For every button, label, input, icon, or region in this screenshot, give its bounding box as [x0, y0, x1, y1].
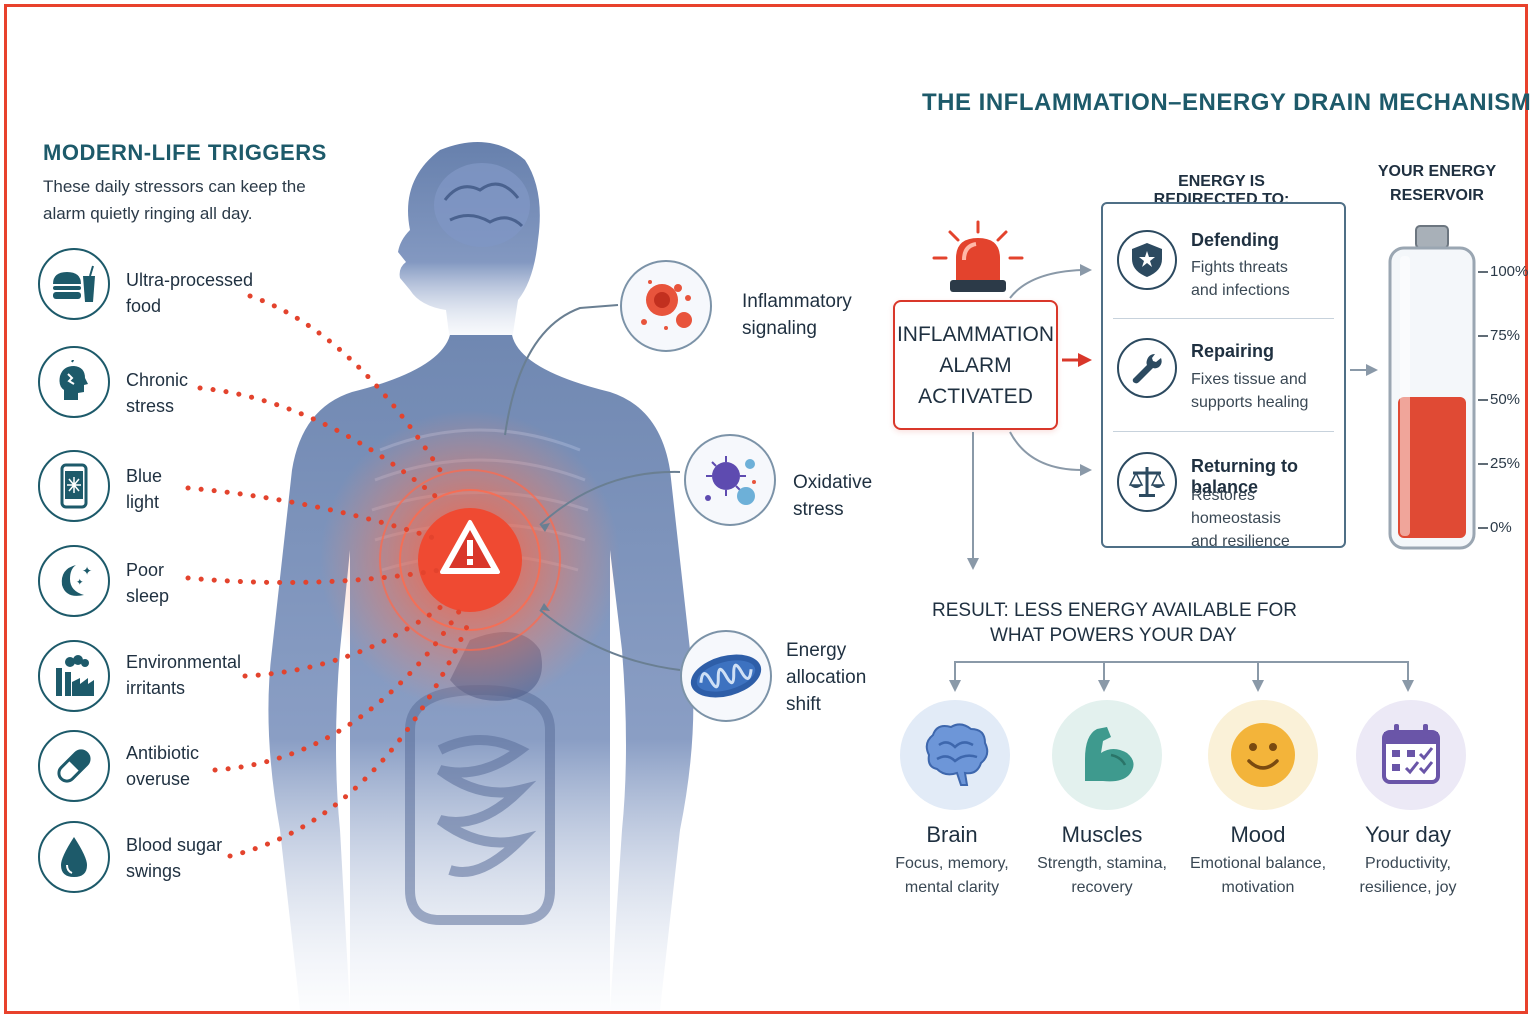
svg-text:✦: ✦	[76, 578, 84, 588]
power-muscles-title: Muscles	[1061, 822, 1143, 847]
pill-icon	[38, 730, 110, 802]
power-day-desc: Productivity,resilience, joy	[1359, 855, 1457, 896]
tick-75: 75%	[1490, 327, 1521, 344]
flexed-arm-icon	[1052, 700, 1162, 810]
power-day-title: Your day	[1364, 822, 1452, 847]
tick-0: 0%	[1490, 519, 1512, 536]
mechanism-title: THE INFLAMMATION–ENERGY DRAIN MECHANISM	[922, 89, 1532, 116]
siren-icon	[928, 218, 1028, 304]
immune-cells-icon	[620, 260, 712, 352]
wrench-icon	[1117, 338, 1177, 398]
power-brain-title: Brain	[926, 822, 978, 847]
calendar-icon	[1356, 700, 1466, 810]
moon-icon: ✦ ✦	[38, 545, 110, 617]
phone-icon	[38, 450, 110, 522]
inflammation-alarm-box: INFLAMMATION ALARM ACTIVATED	[893, 300, 1058, 430]
blood-drop-icon	[38, 821, 110, 893]
factory-icon	[38, 640, 110, 712]
energy-battery	[1388, 225, 1476, 550]
balance-title: Returning to balance	[1191, 456, 1298, 497]
svg-text:✦: ✦	[82, 564, 92, 578]
triggers-intro: These daily stressors can keep the alarm…	[43, 177, 306, 223]
power-muscles-desc: Strength, stamina,recovery	[1037, 855, 1167, 896]
shield-icon	[1117, 230, 1177, 290]
tick-25: 25%	[1490, 455, 1521, 472]
virus-particles-icon	[684, 434, 776, 526]
triggers-title: MODERN-LIFE TRIGGERS	[43, 140, 327, 165]
tick-50: 50%	[1490, 391, 1521, 408]
page-border	[4, 4, 1528, 1014]
smiley-icon	[1208, 700, 1318, 810]
mitochondria-icon	[680, 630, 772, 722]
battery-ticks	[1478, 271, 1488, 529]
tick-100: 100%	[1490, 263, 1529, 280]
repairing-title: Repairing	[1191, 341, 1275, 361]
divider	[1113, 318, 1334, 319]
fast-food-icon	[38, 248, 110, 320]
power-mood-desc: Emotional balance,motivation	[1189, 855, 1327, 896]
divider	[1113, 431, 1334, 432]
result-title: RESULT: LESS ENERGY AVAILABLE FOR WHAT P…	[932, 600, 1298, 646]
stressed-head-icon	[38, 346, 110, 418]
brain-icon	[900, 700, 1010, 810]
defending-title: Defending	[1191, 230, 1279, 250]
power-mood-title: Mood	[1230, 822, 1286, 847]
scale-icon	[1117, 452, 1177, 512]
warning-icon	[438, 518, 502, 578]
power-brain-desc: Focus, memory,mental clarity	[895, 855, 1009, 896]
